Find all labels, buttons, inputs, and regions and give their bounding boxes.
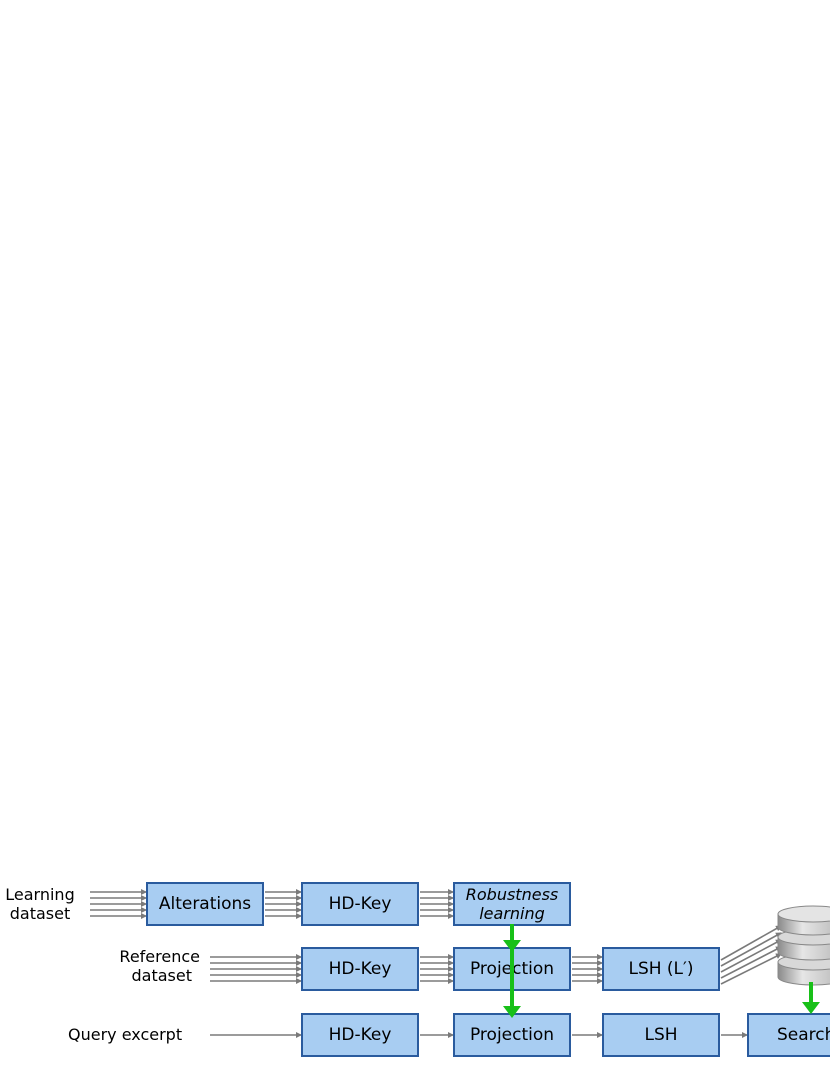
query-lsh-box: LSH <box>602 1013 720 1057</box>
lsh-to-database-arrow <box>720 953 782 985</box>
query-hd-key-box: HD-Key <box>301 1013 419 1057</box>
lsh-l-prime-box: LSH (L′) <box>602 947 720 991</box>
search-box: Search <box>747 1013 830 1057</box>
lsh-to-database-arrow <box>720 939 782 973</box>
robustness-learning-line2: learning <box>479 904 545 923</box>
robustness-learning-box: Robustness learning <box>453 882 571 926</box>
reference-hd-key-box: HD-Key <box>301 947 419 991</box>
lsh-to-database-arrow <box>720 932 782 967</box>
learning-dataset-label: Learning dataset <box>4 885 76 923</box>
data-flow-arrows <box>90 889 782 1038</box>
learning-dataset-label-line1: Learning <box>5 885 75 904</box>
query-excerpt-label: Query excerpt <box>68 1025 183 1044</box>
learning-dataset-label-line2: dataset <box>9 904 71 923</box>
lsh-to-database-arrow <box>720 925 782 961</box>
learning-hd-key-box: HD-Key <box>301 882 419 926</box>
reference-dataset-label: Reference dataset <box>110 947 200 985</box>
reference-dataset-label-line1: Reference <box>119 947 200 966</box>
database-icon <box>777 905 830 986</box>
alterations-box: Alterations <box>146 882 264 926</box>
reference-dataset-label-line2: dataset <box>131 966 193 985</box>
query-projection-box: Projection <box>453 1013 571 1057</box>
lsh-to-database-arrow <box>720 946 782 979</box>
reference-projection-box: Projection <box>453 947 571 991</box>
robustness-learning-line1: Robustness <box>465 885 559 904</box>
